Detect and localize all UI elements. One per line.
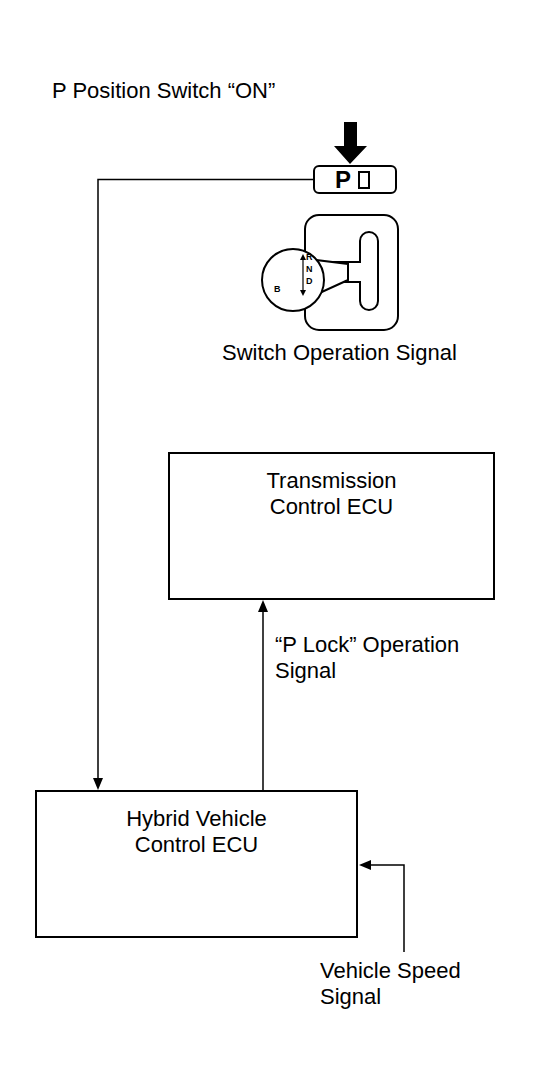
speed-signal-head xyxy=(359,860,371,870)
gear-letter: R xyxy=(306,252,320,263)
signal-connector xyxy=(258,600,268,790)
ecu-box: Transmission Control ECU xyxy=(168,452,495,600)
switch-letter: P xyxy=(335,168,351,192)
signal-label: “P Lock” Operation Signal xyxy=(275,632,497,684)
ecu-name: Transmission Control ECU xyxy=(242,468,422,520)
shift-direction-line xyxy=(302,258,303,292)
press-arrow xyxy=(334,122,367,164)
gear-letter: D xyxy=(306,276,320,287)
connector-line xyxy=(262,610,264,790)
speed-signal-wire xyxy=(371,865,404,952)
shift-direction-head xyxy=(300,290,306,296)
switch-button: P xyxy=(313,165,397,194)
ecu-name: Hybrid Vehicle Control ECU xyxy=(102,806,292,858)
signal-label: Vehicle Speed Signal xyxy=(320,958,485,1010)
gear-letter: N xyxy=(306,264,320,275)
gear-letter: B xyxy=(274,284,288,295)
signal-label: P Position Switch “ON” xyxy=(52,78,452,104)
arrow-head xyxy=(93,778,103,790)
shift-direction-head xyxy=(300,254,306,260)
arrow-head xyxy=(258,600,268,612)
indicator-light xyxy=(358,171,370,189)
ecu-box: Hybrid Vehicle Control ECU xyxy=(35,790,358,938)
shift-knob xyxy=(262,249,324,311)
signal-label: Switch Operation Signal xyxy=(222,340,542,366)
